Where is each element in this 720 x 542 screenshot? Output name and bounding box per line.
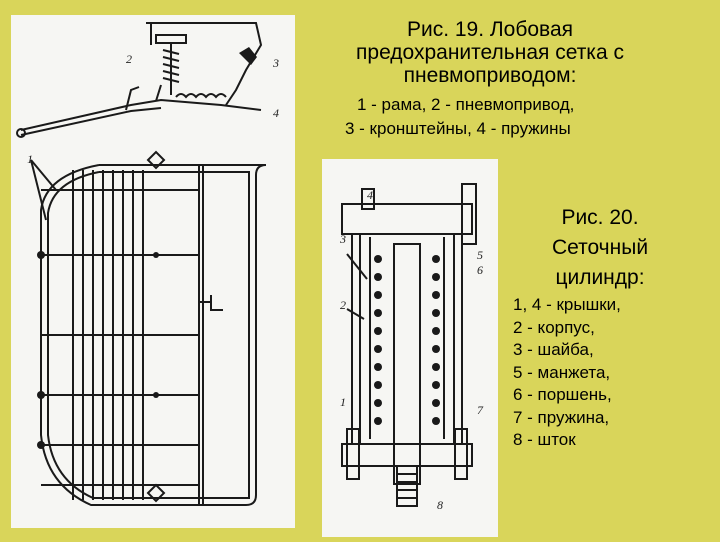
- figure-19-title: Рис. 19. Лобовая предохранительная сетка…: [330, 18, 650, 87]
- grille-frame-drawing: [30, 150, 267, 506]
- figure-20-title-line: Рис. 20.: [561, 206, 639, 229]
- figure-20-legend-line: 2 - корпус,: [513, 317, 595, 337]
- figure-20-drawing: 4 3 2 1 5 6 7 8: [322, 159, 498, 537]
- callout-2: 2: [340, 298, 346, 312]
- figure-20-legend: 1, 4 - крышки, 2 - корпус, 3 - шайба, 5 …: [513, 294, 713, 452]
- callout-6: 6: [477, 263, 483, 277]
- callout-5: 5: [477, 248, 483, 262]
- callout-4: 4: [273, 106, 279, 120]
- cylinder-drawing: [341, 183, 477, 507]
- figure-19-title-line: пневмоприводом:: [403, 64, 577, 87]
- figure-19-legend: 1 - рама, 2 - пневмопривод, 3 - кронштей…: [345, 93, 705, 141]
- figure-20-legend-line: 6 - поршень,: [513, 385, 612, 404]
- figure-19-legend-line: 3 - кронштейны, 4 - пружины: [345, 119, 571, 138]
- callout-2: 2: [126, 52, 132, 66]
- cylinder-illustration: 4 3 2 1 5 6 7 8: [339, 183, 484, 512]
- callout-4: 4: [367, 188, 373, 202]
- callout-3: 3: [272, 56, 279, 70]
- grille-illustration: 2 3 4 1: [16, 22, 279, 506]
- figure-20-title-line: цилиндр:: [555, 266, 645, 289]
- figure-20-legend-line: 8 - шток: [513, 430, 576, 449]
- figure-20-legend-line: 7 - пружина,: [513, 407, 610, 427]
- figure-20-title: Рис. 20. Сеточный цилиндр:: [530, 203, 670, 293]
- callout-8: 8: [437, 498, 443, 512]
- callout-3: 3: [339, 232, 346, 246]
- figure-20-legend-line: 5 - манжета,: [513, 362, 611, 382]
- callout-7: 7: [477, 403, 484, 417]
- figure-20-legend-line: 3 - шайба,: [513, 340, 594, 359]
- figure-20-legend-line: 1, 4 - крышки,: [513, 295, 621, 314]
- callout-1: 1: [340, 395, 346, 409]
- pneumatic-drive-drawing: [16, 22, 263, 138]
- figure-19-legend-line: 1 - рама, 2 - пневмопривод,: [357, 95, 575, 114]
- figure-20-title-line: Сеточный: [551, 236, 649, 259]
- figure-19-drawing: 2 3 4 1: [11, 15, 295, 528]
- figure-19-title-line: предохранительная сетка с: [356, 41, 624, 64]
- figure-19-title-line: Рис. 19. Лобовая: [406, 18, 574, 41]
- callout-1: 1: [27, 152, 33, 166]
